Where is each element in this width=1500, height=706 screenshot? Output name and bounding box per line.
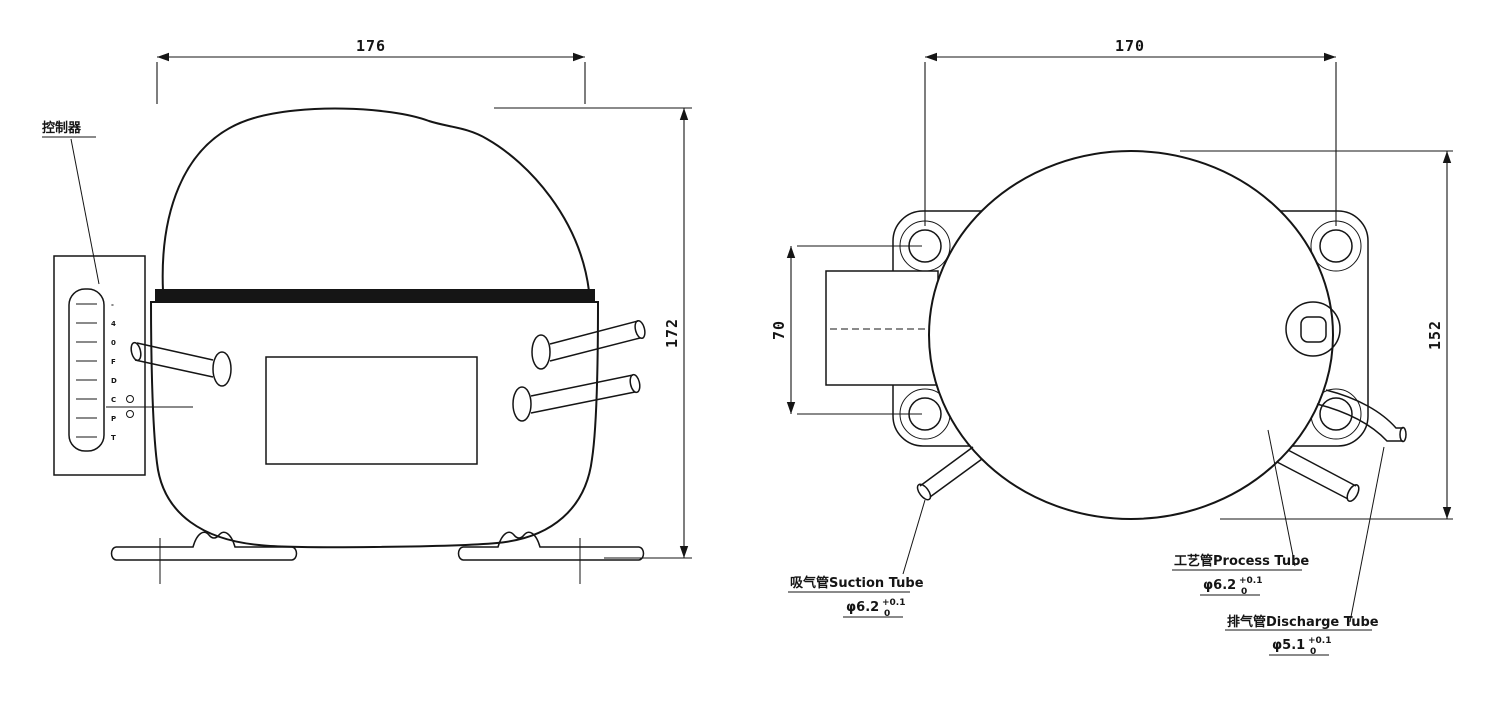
process-callout: 工艺管Process Tube φ6.2 +0.1 0	[1172, 429, 1309, 597]
mounting-hole	[1319, 229, 1353, 263]
suction-tol-sup: +0.1	[882, 598, 905, 608]
pin-label: -	[111, 301, 114, 309]
controller-leader	[70, 138, 100, 285]
process-label: 工艺管Process Tube	[1174, 553, 1309, 569]
mounting-foot-left	[110, 531, 298, 561]
terminal-box-top	[825, 270, 940, 386]
discharge-leader	[1349, 446, 1385, 623]
suction-diameter: φ6.2	[846, 600, 879, 615]
compressor-shell-top	[928, 150, 1334, 520]
dim-top-height-value: 152	[1426, 320, 1444, 350]
pin-label: 0	[111, 339, 116, 347]
process-tol-sup: +0.1	[1239, 576, 1262, 586]
discharge-tol-sub: 0	[1310, 647, 1316, 657]
dim-front-height-value: 172	[663, 318, 681, 348]
discharge-callout: 排气管Discharge Tube φ5.1 +0.1 0	[1225, 446, 1385, 657]
dim-top-width-value: 170	[1115, 37, 1145, 55]
suction-tol-sub: 0	[884, 609, 890, 619]
compressor-dome-outline	[161, 107, 590, 292]
dim-front-width: 176	[156, 37, 586, 104]
controller-box: - 4 0 F D C P T	[53, 255, 146, 476]
compressor-band	[155, 289, 595, 302]
suction-callout: 吸气管Suction Tube φ6.2 +0.1 0	[788, 499, 926, 619]
dim-terminal-value: 70	[770, 320, 788, 340]
discharge-diameter: φ5.1	[1272, 638, 1305, 653]
process-leader	[1267, 429, 1296, 567]
dim-top-hole-spacing-v: 70	[770, 245, 922, 415]
mounting-foot-right	[457, 531, 645, 561]
front-right-lower-tube	[512, 373, 641, 422]
pin-label: T	[111, 434, 116, 442]
terminal-mark-icon	[126, 410, 134, 418]
pin-label: F	[111, 358, 116, 366]
discharge-tol-sup: +0.1	[1308, 636, 1331, 646]
dim-top-hole-spacing-h: 170	[924, 37, 1337, 226]
terminal-mark-icon	[126, 395, 134, 403]
process-tol-sub: 0	[1241, 587, 1247, 597]
suction-label: 吸气管Suction Tube	[790, 575, 924, 591]
nameplate	[265, 356, 478, 465]
dim-top-height: 152	[1180, 150, 1453, 520]
pin-label: 4	[111, 320, 116, 328]
dim-front-width-value: 176	[356, 37, 386, 55]
suction-leader	[902, 499, 926, 575]
compressor-lower-body	[149, 301, 600, 549]
discharge-tube	[1316, 389, 1407, 443]
pin-label: P	[111, 415, 116, 423]
discharge-label: 排气管Discharge Tube	[1227, 614, 1379, 630]
front-view: - 4 0 F D C P T 控制器 176	[42, 37, 692, 584]
controller-label: 控制器	[42, 120, 82, 136]
process-diameter: φ6.2	[1203, 578, 1236, 593]
pin-label: C	[111, 396, 116, 404]
flange-boss	[1310, 220, 1362, 272]
process-tube	[1276, 449, 1360, 502]
front-right-upper-tube	[531, 319, 646, 370]
pin-label: D	[111, 377, 117, 385]
controller-callout: 控制器	[42, 120, 100, 285]
top-view: 170 152 70 吸气管Suction Tube φ6.2 +0.1 0	[770, 37, 1453, 657]
mounting-hole	[1319, 397, 1353, 431]
front-left-tube	[130, 341, 232, 387]
dim-front-height: 172	[494, 107, 692, 559]
process-fitting	[1285, 301, 1341, 357]
suction-tube	[916, 446, 983, 501]
